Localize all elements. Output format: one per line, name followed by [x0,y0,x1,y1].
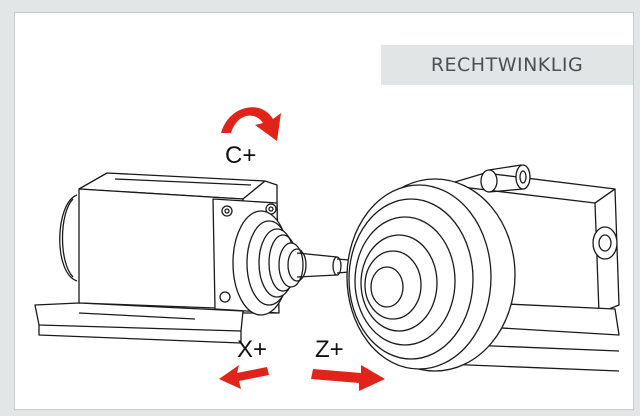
c-axis-label: C+ [225,142,256,169]
c-axis-curved-arrow-icon [221,107,281,141]
spindle-housing [34,172,365,344]
machine-illustration: C+ X+ Z+ [34,107,620,391]
x-axis-label: X+ [237,336,267,363]
orientation-badge: RECHTWINKLIG [381,45,633,85]
z-axis-arrow-right-icon [311,365,385,391]
orientation-badge-label: RECHTWINKLIG [430,54,584,76]
x-axis-arrow-left-icon [219,365,269,389]
grinding-wheel [346,178,516,372]
diagram-frame: RECHTWINKLIG [14,12,634,410]
z-axis-label: Z+ [315,336,344,363]
